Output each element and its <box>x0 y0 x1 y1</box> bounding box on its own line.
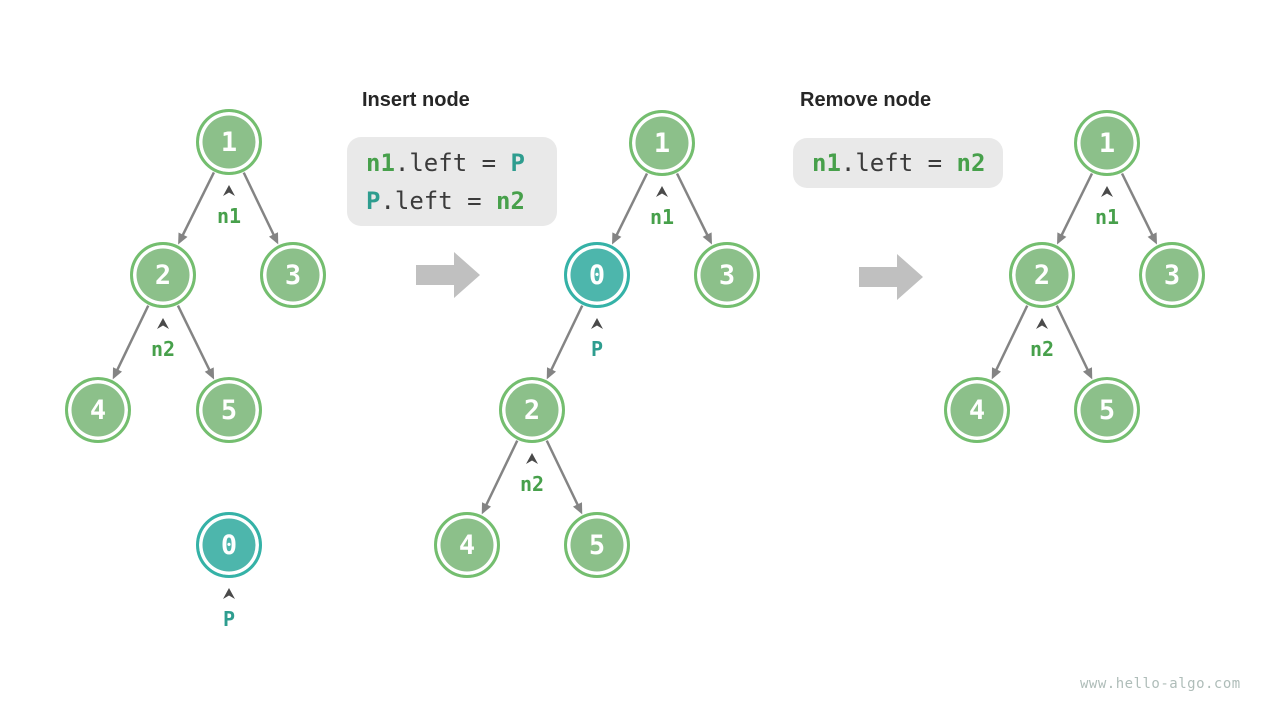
tree-edge <box>484 440 519 507</box>
tree-node-5: 5 <box>564 512 630 578</box>
tree-edge-arrowhead-icon <box>991 367 1002 380</box>
code-token: n1 <box>366 148 395 177</box>
tree-node-3: 3 <box>1139 242 1205 308</box>
node-value: 5 <box>220 394 238 426</box>
node-value: 1 <box>653 127 671 159</box>
tree-edge-arrowhead-icon <box>178 232 188 245</box>
code-token: P <box>510 148 525 177</box>
pointer-caret-icon <box>157 318 169 329</box>
pointer-caret-icon <box>656 186 668 197</box>
pointer-caret-icon <box>1101 186 1113 197</box>
pointer-label-n1: n1 <box>1094 205 1120 229</box>
pointer-caret-icon <box>1036 318 1048 329</box>
tree-edge <box>1120 172 1155 237</box>
code-token: .left = <box>380 186 497 215</box>
code-token: n2 <box>956 149 986 177</box>
tree-node-2: 2 <box>499 377 565 443</box>
node-value: 4 <box>89 394 107 426</box>
node-value: 5 <box>588 529 606 561</box>
tree-node-5: 5 <box>196 377 262 443</box>
transform-arrow-icon <box>859 254 923 300</box>
tree-node-4: 4 <box>944 377 1010 443</box>
tree-node-2: 2 <box>1009 242 1075 308</box>
tree-edge-arrowhead-icon <box>572 502 583 515</box>
node-value: 1 <box>220 126 238 158</box>
code-token: .left = <box>840 149 957 177</box>
tree-edge <box>549 305 584 372</box>
transform-arrow-icon <box>416 252 480 298</box>
tree-edge-arrowhead-icon <box>1057 232 1067 245</box>
tree-edge-arrowhead-icon <box>204 367 215 380</box>
code-line: n1.left = P <box>366 144 557 182</box>
code-line: P.left = n2 <box>366 182 557 220</box>
tree-edge-arrowhead-icon <box>702 232 712 245</box>
node-value: 0 <box>588 259 606 291</box>
tree-node-0: 0 <box>196 512 262 578</box>
insert-section-title: Insert node <box>362 89 470 111</box>
tree-node-0: 0 <box>564 242 630 308</box>
tree-edge <box>545 440 580 507</box>
tree-edge-arrowhead-icon <box>1082 367 1093 380</box>
node-value: 3 <box>718 259 736 291</box>
node-value: 2 <box>154 259 172 291</box>
pointer-caret-icon <box>223 185 235 196</box>
tree-node-3: 3 <box>260 242 326 308</box>
node-value: 2 <box>1033 259 1051 291</box>
pointer-label-P: P <box>222 607 236 631</box>
pointer-caret-icon <box>526 453 538 464</box>
node-value: 0 <box>220 529 238 561</box>
tree-edge <box>994 305 1029 372</box>
tree-edge <box>242 172 276 237</box>
tree-edge <box>180 171 216 238</box>
node-value: 5 <box>1098 394 1116 426</box>
tree-edge <box>115 305 150 372</box>
node-value: 3 <box>284 259 302 291</box>
tree-node-1: 1 <box>1074 110 1140 176</box>
node-value: 1 <box>1098 127 1116 159</box>
tree-node-2: 2 <box>130 242 196 308</box>
tree-edge <box>1055 305 1090 372</box>
tree-edge <box>176 304 212 372</box>
pointer-label-P: P <box>590 337 604 361</box>
tree-edge-arrowhead-icon <box>268 232 279 245</box>
tree-edge <box>614 172 649 237</box>
tree-edge <box>675 172 710 237</box>
tree-edge-arrowhead-icon <box>546 367 557 380</box>
pointer-label-n1: n1 <box>216 204 242 228</box>
tree-edge-arrowhead-icon <box>112 367 123 380</box>
node-value: 4 <box>968 394 986 426</box>
pointer-label-n1: n1 <box>649 205 675 229</box>
code-token: n2 <box>496 186 525 215</box>
tree-node-4: 4 <box>434 512 500 578</box>
node-value: 3 <box>1163 259 1181 291</box>
tree-edge-arrowhead-icon <box>612 232 622 245</box>
tree-node-5: 5 <box>1074 377 1140 443</box>
pointer-label-n2: n2 <box>150 337 176 361</box>
tree-node-1: 1 <box>196 109 262 175</box>
remove-code-snippet: n1.left = n2 <box>793 138 1003 188</box>
remove-section-title: Remove node <box>800 89 932 111</box>
pointer-label-n2: n2 <box>519 472 545 496</box>
tree-edge <box>1059 172 1094 237</box>
code-token: .left = <box>394 148 511 177</box>
pointer-label-n2: n2 <box>1029 337 1055 361</box>
pointer-caret-icon <box>223 588 235 599</box>
pointer-caret-icon <box>591 318 603 329</box>
node-value: 2 <box>523 394 541 426</box>
code-token: n1 <box>812 149 841 177</box>
node-value: 4 <box>458 529 476 561</box>
code-token: P <box>366 186 381 215</box>
tree-node-3: 3 <box>694 242 760 308</box>
tree-edge-arrowhead-icon <box>481 502 492 515</box>
tree-node-1: 1 <box>629 110 695 176</box>
tree-node-4: 4 <box>65 377 131 443</box>
website-watermark: www.hello-algo.com <box>1080 676 1241 692</box>
tree-edge-arrowhead-icon <box>1147 232 1157 245</box>
code-line: n1.left = n2 <box>812 144 1003 182</box>
